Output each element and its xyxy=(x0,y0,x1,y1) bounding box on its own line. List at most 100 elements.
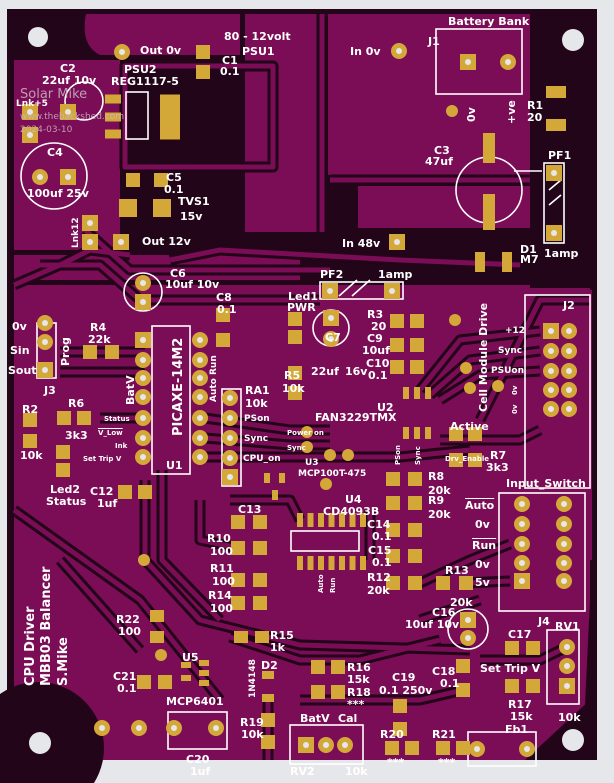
trace xyxy=(465,578,511,586)
silkscreen-label-c3: C3 xyxy=(434,144,450,157)
silkscreen-label-j2-0v-a: 0v xyxy=(511,385,519,395)
silkscreen-label-c20: C20 xyxy=(186,753,210,766)
through-hole-pad xyxy=(94,720,110,736)
smd-pad xyxy=(288,312,302,326)
trace xyxy=(83,228,330,273)
silkscreen-label-r21v: *** xyxy=(438,756,456,769)
silkscreen-label-u1: U1 xyxy=(166,459,183,472)
silkscreen-label-c3v: 47uf xyxy=(425,155,453,168)
trace xyxy=(419,597,481,623)
smd-pad xyxy=(405,741,419,755)
smd-pad xyxy=(459,576,473,590)
smd-pad xyxy=(436,576,450,590)
silkscreen-label-batv2: BatV xyxy=(300,712,330,725)
silkscreen-label-ra1: RA1 xyxy=(245,384,270,397)
smd-pad xyxy=(262,671,274,679)
smd-pad xyxy=(311,660,325,674)
silkscreen-label-r14v: 100 xyxy=(210,602,233,615)
silkscreen-label-u5: U5 xyxy=(182,651,199,664)
silkscreen-label-u4-auto: Auto xyxy=(317,574,325,593)
through-hole-pad xyxy=(543,401,559,417)
silkscreen-label-r14: R14 xyxy=(208,589,232,602)
silkscreen-label-batv: BatV xyxy=(124,375,137,405)
silkscreen-label-r13v: 20k xyxy=(450,596,473,609)
square-through-hole-pad xyxy=(384,283,400,299)
silkscreen-label-c14: C14 xyxy=(367,518,391,531)
silkscreen-label-line3: S.Mike xyxy=(56,637,71,686)
smd-pad xyxy=(199,680,209,686)
through-hole-pad xyxy=(561,401,577,417)
silkscreen-label-r7: R7 xyxy=(490,449,507,462)
smd-pad xyxy=(456,683,470,697)
through-hole-pad xyxy=(519,741,535,757)
silkscreen-label-j2-psuon: PSUon xyxy=(491,366,524,376)
through-hole-pad xyxy=(561,363,577,379)
silkscreen-label-c20v: 1uf xyxy=(190,765,211,778)
through-hole-pad xyxy=(543,382,559,398)
silkscreen-label-c6: C6 xyxy=(170,267,186,280)
through-hole-pad xyxy=(192,370,208,386)
silkscreen-label-cpu-on: CPU_on xyxy=(243,454,281,464)
silkscreen-label-c6v: 10uf 10v xyxy=(165,278,220,291)
square-through-hole-pad xyxy=(460,612,476,628)
square-through-hole-pad xyxy=(298,737,314,753)
through-hole-pad xyxy=(192,389,208,405)
silkscreen-label-fb1: Fb1 xyxy=(505,723,529,736)
silkscreen-label-j1-0v: 0v xyxy=(465,107,478,122)
silkscreen-label-r9v: 20k xyxy=(428,508,451,521)
through-hole-pad xyxy=(222,410,238,426)
silkscreen-label-c12v: 1uf xyxy=(97,497,118,510)
through-hole-pad xyxy=(391,43,407,59)
square-through-hole-pad xyxy=(460,54,476,70)
smd-pad xyxy=(475,252,485,272)
silkscreen-label-r16v: 15k xyxy=(347,673,370,686)
silkscreen-label-j4: J4 xyxy=(538,615,550,628)
silkscreen-label-c5v: 0.1 xyxy=(164,183,184,196)
via xyxy=(301,426,313,438)
smd-pad xyxy=(255,631,269,643)
smd-pad xyxy=(199,670,209,676)
silkscreen-label-tvs1v: 15v xyxy=(180,210,203,223)
square-through-hole-pad xyxy=(222,469,238,485)
via xyxy=(155,649,167,661)
smd-pad xyxy=(181,675,191,681)
smd-pad xyxy=(386,523,400,537)
through-hole-pad xyxy=(559,639,575,655)
smd-pad xyxy=(526,679,540,693)
silkscreen-label-celldrive: Cell Module Drive xyxy=(477,302,490,412)
through-hole-pad xyxy=(556,536,572,552)
silkscreen-label-c19v: 0.1 250v xyxy=(379,684,433,697)
through-hole-pad xyxy=(192,430,208,446)
smd-pad xyxy=(483,133,495,163)
trace xyxy=(418,541,511,586)
silkscreen-label-pf1v: 1amp xyxy=(544,247,579,260)
smd-pad xyxy=(264,473,270,483)
smd-pad xyxy=(105,94,121,104)
via xyxy=(320,478,332,490)
smd-pad xyxy=(199,660,209,666)
silkscreen-label-r15v: 1k xyxy=(270,641,285,654)
smd-pad xyxy=(105,112,121,122)
silkscreen-label-u5v: MCP6401 xyxy=(166,695,224,708)
silkscreen-label-led2v: Status xyxy=(46,495,87,508)
silkscreen-label-battery: Battery Bank xyxy=(448,15,530,28)
silkscreen-label-c13: C13 xyxy=(238,503,262,516)
smd-pad xyxy=(126,173,140,187)
traces xyxy=(10,14,590,760)
through-hole-pad xyxy=(561,343,577,359)
silkscreen-label-sync-small: Sync xyxy=(287,444,306,452)
silkscreen-label-poweron: Power on xyxy=(287,429,324,437)
mounting-hole xyxy=(562,29,584,51)
through-hole-pad xyxy=(318,737,334,753)
silkscreen-label-r10: R10 xyxy=(207,532,231,545)
silkscreen-label-cal: Cal xyxy=(338,712,358,725)
silkscreen-label-r12v: 20k xyxy=(367,584,390,597)
smd-pad xyxy=(318,556,324,570)
silkscreen-label-c15v: 0.1 xyxy=(372,556,392,569)
smd-pad xyxy=(288,366,302,380)
smd-pad xyxy=(23,434,37,448)
silkscreen-outlines xyxy=(20,28,591,767)
smd-pad xyxy=(414,427,420,439)
smd-pad xyxy=(408,496,422,510)
via xyxy=(492,380,504,392)
